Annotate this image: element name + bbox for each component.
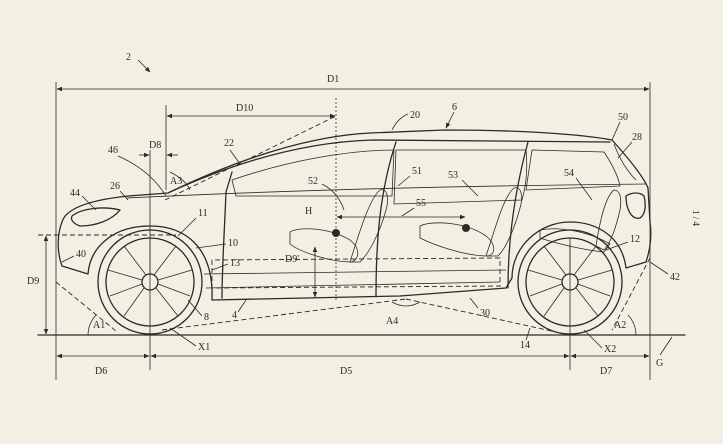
approach-angle-arc: [87, 314, 97, 336]
ref-50: 50: [618, 112, 628, 123]
approach-angle-line: [55, 281, 117, 332]
ref-54-leader: [575, 177, 593, 201]
ref-42: 42: [670, 272, 680, 283]
ref-53-leader: [461, 179, 479, 197]
ref-26-leader: [119, 190, 129, 201]
front-seat: [289, 189, 388, 263]
figure-reference-arrow: [137, 59, 151, 73]
dimension-d5-label: D5: [340, 366, 352, 377]
ramp-line-rear: [405, 298, 557, 333]
ref-20-leader: [391, 113, 409, 131]
ref-28-leader: [617, 141, 633, 159]
rear-wheel: [517, 229, 623, 335]
ref-50-leader: [611, 121, 621, 141]
ref-12: 12: [630, 234, 640, 245]
dimension-d9-label: D9: [27, 276, 39, 287]
ref-13: 13: [230, 258, 240, 269]
ref-52: 52: [308, 176, 318, 187]
ref-30: 30: [480, 308, 490, 319]
ref-51: 51: [412, 166, 422, 177]
windshield-angle-label: A3: [170, 176, 182, 187]
ref-40-leader: [61, 255, 75, 263]
ref-14-leader: [525, 327, 531, 341]
departure-angle-line: [611, 257, 651, 331]
h-point-label: H: [305, 206, 312, 217]
ref-8-leader: [187, 299, 203, 317]
ref-22: 22: [224, 138, 234, 149]
approach-angle-label: A1: [93, 320, 105, 331]
ref-11: 11: [198, 208, 208, 219]
ref-6-leader: [445, 111, 455, 129]
figure-reference-label: 2: [126, 52, 131, 63]
ref-53: 53: [448, 170, 458, 181]
ref-55-leader: [401, 207, 415, 217]
ref-x2: X2: [604, 344, 616, 355]
ref-22-leader: [229, 149, 241, 165]
dimension-d7-label: D7: [600, 366, 612, 377]
ref-x1: X1: [198, 342, 210, 353]
ref-30-leader: [469, 297, 479, 309]
ref-6: 6: [452, 102, 457, 113]
ref-8: 8: [204, 312, 209, 323]
ref-x2-leader: [583, 329, 603, 349]
departure-angle-arc: [627, 314, 637, 336]
ref-4: 4: [232, 310, 237, 321]
ref-52-leader: [321, 183, 345, 211]
ref-55: 55: [416, 198, 426, 209]
departure-angle-label: A2: [614, 320, 626, 331]
dimension-d9p-label: D9': [285, 254, 299, 265]
rear-h-point-marker: [462, 224, 470, 232]
ref-42-leader: [649, 261, 669, 275]
page-marker: 1 / 4: [691, 210, 701, 227]
ref-26: 26: [110, 181, 120, 192]
dimension-d10-label: D10: [236, 103, 253, 114]
windshield-angle-arc: [169, 171, 191, 191]
dimension-d8-label: D8: [149, 140, 161, 151]
ref-54: 54: [564, 168, 574, 179]
ref-14: 14: [520, 340, 530, 351]
rear-seat: [419, 187, 522, 257]
ramp-angle-arc: [391, 301, 421, 307]
ref-40: 40: [76, 249, 86, 260]
ref-44-leader: [81, 195, 97, 211]
ramp-angle-label: A4: [386, 316, 398, 327]
vehicle-body: [57, 129, 652, 301]
reference-numerals: 20 6 50 28 22 46 44 26 11 10 13 40 8 4 X…: [61, 102, 680, 355]
ramp-line-front: [161, 298, 407, 331]
ref-51-leader: [397, 175, 411, 187]
ref-28: 28: [632, 132, 642, 143]
front-h-point-marker: [332, 229, 340, 237]
ref-46-leader: [117, 155, 167, 197]
ref-12-leader: [605, 241, 629, 251]
ref-20: 20: [410, 110, 420, 121]
ground-ref-leader: [659, 336, 673, 356]
front-wheel: [97, 229, 203, 335]
third-row-seat: [539, 189, 622, 253]
ref-13-leader: [211, 263, 229, 271]
ref-10-leader: [195, 243, 227, 249]
ref-4-leader: [237, 299, 247, 313]
ref-11-leader: [177, 217, 197, 237]
ground-label: G: [656, 358, 663, 369]
ref-x1-leader: [169, 327, 197, 347]
ref-44: 44: [70, 188, 80, 199]
ref-10: 10: [228, 238, 238, 249]
ref-46: 46: [108, 145, 118, 156]
dimension-d6-label: D6: [95, 366, 107, 377]
dimension-d1-label: D1: [327, 74, 339, 85]
